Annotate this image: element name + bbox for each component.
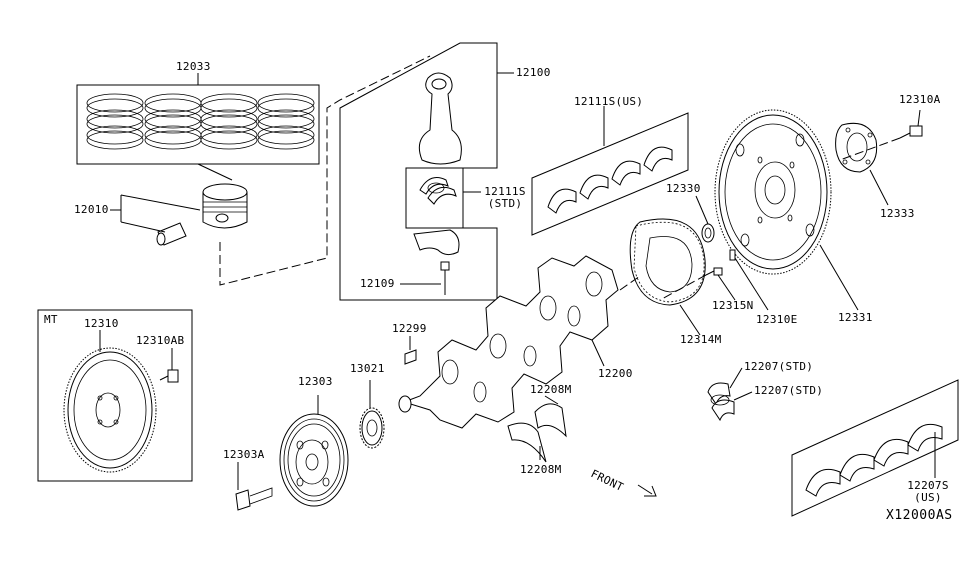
piston-ring-set <box>76 73 320 165</box>
reinforcement-plate <box>835 122 889 206</box>
label-12208m-top: 12208M <box>530 383 572 396</box>
small-bolts <box>659 249 769 311</box>
label-12207s-note: (US) <box>914 491 942 504</box>
thrust-washers <box>507 395 567 463</box>
front-arrow <box>637 484 657 497</box>
label-12111s-std: 12111S (STD) <box>482 186 528 210</box>
label-12303a: 12303A <box>223 448 265 461</box>
label-12303: 12303 <box>298 375 333 388</box>
label-12109: 12109 <box>360 277 395 290</box>
ring-stack-3 <box>200 93 258 150</box>
label-12010: 12010 <box>74 203 109 216</box>
label-12208m-bottom: 12208M <box>520 463 562 476</box>
crank-pulley <box>279 395 349 507</box>
crank-sprocket <box>359 380 385 449</box>
piston-to-rod-link <box>219 55 431 286</box>
ring-stack-4 <box>257 93 315 150</box>
woodruff-key <box>404 336 417 365</box>
label-12207s-us: 12207S (US) <box>902 480 954 504</box>
pulley-bolt <box>235 462 273 511</box>
label-mt: MT <box>44 313 58 326</box>
label-12330: 12330 <box>666 182 701 195</box>
label-12315n: 12315N <box>712 299 754 312</box>
label-12331: 12331 <box>838 311 873 324</box>
label-12207-std-a: 12207(STD) <box>744 360 814 373</box>
label-12310e: 12310E <box>756 313 798 326</box>
conrod-bearing-std <box>419 177 457 205</box>
signal-plate <box>629 218 706 336</box>
label-12310a: 12310A <box>899 93 941 106</box>
main-bearing-us-set <box>791 379 959 517</box>
ring-stack-2 <box>144 93 202 150</box>
label-12299: 12299 <box>392 322 427 335</box>
drive-plate-bolt <box>839 109 923 161</box>
label-12333: 12333 <box>880 207 915 220</box>
crankshaft <box>398 255 641 429</box>
label-12314m: 12314M <box>680 333 722 346</box>
conrod-bearing-us-set <box>531 106 689 236</box>
label-12310: 12310 <box>84 317 119 330</box>
ring-stack-1 <box>86 93 144 150</box>
label-13021: 13021 <box>350 362 385 375</box>
label-12111s-std-number: 12111S <box>484 185 526 198</box>
pilot-bearing <box>695 195 715 243</box>
label-12310ab: 12310AB <box>136 334 185 347</box>
piston-and-pin <box>110 163 248 246</box>
label-12033: 12033 <box>176 60 211 73</box>
label-12207s-number: 12207S <box>907 479 949 492</box>
label-12207-std-b: 12207(STD) <box>754 384 824 397</box>
mt-flywheel-box <box>37 309 193 482</box>
diagram-id: X12000AS <box>886 508 953 523</box>
main-bearings-std <box>707 367 753 422</box>
label-12111s-us: 12111S(US) <box>574 95 644 108</box>
label-12200: 12200 <box>598 367 633 380</box>
drive-plate <box>714 109 859 311</box>
connecting-rod-assembly <box>339 42 514 301</box>
label-12111s-std-note: (STD) <box>487 197 523 210</box>
label-12100: 12100 <box>516 66 551 79</box>
